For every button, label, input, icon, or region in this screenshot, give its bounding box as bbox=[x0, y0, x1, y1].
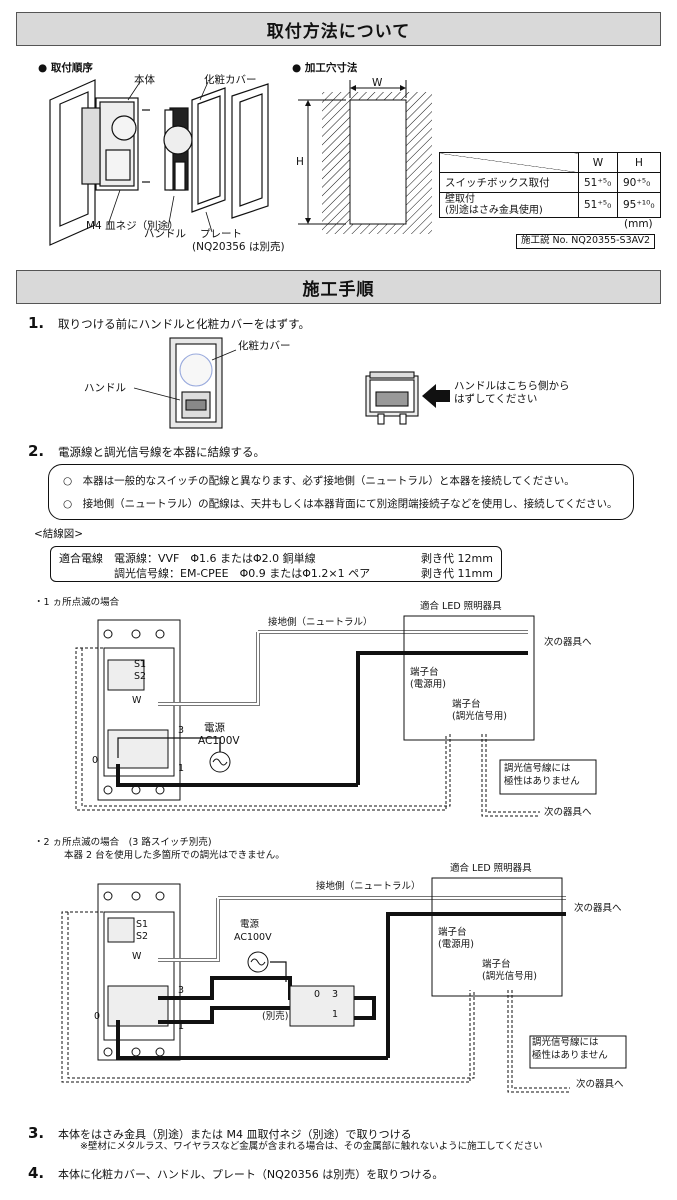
table-cell-w: 51⁺⁵₀ bbox=[578, 192, 618, 218]
exploded-view-illustration bbox=[49, 79, 269, 246]
step1-handle-label: ハンドル bbox=[84, 382, 126, 394]
terminal-s2: S2 bbox=[134, 671, 147, 682]
terminal-3: 3 bbox=[178, 985, 185, 996]
wire-spec-row1: 適合電線 電源線：VVF Φ1.6 またはΦ2.0 銅単線 bbox=[59, 552, 316, 565]
terminal-s2: S2 bbox=[136, 931, 149, 942]
screw-label: M4 皿ネジ（別途） bbox=[86, 220, 179, 232]
diagram1-terminal-power-sub: (電源用) bbox=[410, 679, 446, 690]
diagram1-terminal-power: 端子台 bbox=[410, 667, 439, 678]
diagram2-wiring bbox=[61, 877, 627, 1093]
notes-box: ○ 本器は一般的なスイッチの配線と異なります、必ず接地側（ニュートラル）と本器を… bbox=[48, 464, 634, 520]
cutout-heading: ● 加工穴寸法 bbox=[292, 62, 358, 74]
diagram1-fixture-label: 適合 LED 照明器具 bbox=[420, 601, 502, 612]
doc-number: 施工説 No. NQ20355-S3AV2 bbox=[516, 234, 656, 249]
diagram2-title: ・2 ヵ所点滅の場合 (3 路スイッチ別売) bbox=[34, 837, 212, 848]
wire-spec-box: 適合電線 電源線：VVF Φ1.6 またはΦ2.0 銅単線 剥き代 12mm 調… bbox=[50, 546, 502, 582]
diagram2-next-fixture: 次の器具へ bbox=[574, 903, 622, 914]
diagram2-terminal-signal-sub: (調光信号用) bbox=[482, 971, 537, 982]
switch-terminal-0: 0 bbox=[314, 989, 321, 1000]
diagram2-power-label: 電源 bbox=[240, 919, 260, 930]
wire-spec-row2: 調光信号線：EM-CPEE Φ0.9 またはΦ1.2×1 ペア bbox=[59, 567, 371, 580]
table-cell-w: 51⁺⁵₀ bbox=[578, 172, 618, 193]
diagram1-wiring bbox=[75, 615, 597, 817]
step-text: 本体に化粧カバー、ハンドル、プレート（NQ20356 は別売）を取りつける。 bbox=[58, 1168, 444, 1181]
terminal-0: 0 bbox=[94, 1011, 101, 1022]
step-number: 4. bbox=[28, 1164, 45, 1182]
table-cell-h: 95⁺¹⁰₀ bbox=[617, 192, 661, 218]
handle-label: ハンドル bbox=[144, 228, 186, 240]
terminal-1: 1 bbox=[178, 1021, 185, 1032]
terminal-3: 3 bbox=[178, 725, 185, 736]
wiring-heading: <結線図> bbox=[34, 528, 84, 540]
note-item: ○ 本器は一般的なスイッチの配線と異なります、必ず接地側（ニュートラル）と本器を… bbox=[63, 475, 575, 487]
step1-switch-illustration bbox=[133, 337, 237, 429]
diagram1-title: ・1 ヵ所点滅の場合 bbox=[34, 597, 120, 608]
cutout-drawing bbox=[298, 80, 432, 234]
table-cell-h: 90⁺⁵₀ bbox=[617, 172, 661, 193]
step3-note: ※壁材にメタルラス、ワイヤラスなど金属が含まれる場合は、その金属部に触れないよう… bbox=[80, 1141, 543, 1152]
diagram2-polarity-note-2: 極性はありません bbox=[532, 1050, 608, 1061]
switch-terminal-1: 1 bbox=[332, 1009, 339, 1020]
note-item: ○ 接地側（ニュートラル）の配線は、天井もしくは本器背面にて別途閉端接続子などを… bbox=[63, 498, 618, 510]
diagram1-polarity-note-2: 極性はありません bbox=[504, 776, 580, 787]
diagram1-power-label: 電源 bbox=[204, 722, 225, 734]
diagram2-fixture-label: 適合 LED 照明器具 bbox=[450, 863, 532, 874]
step-number: 2. bbox=[28, 442, 45, 460]
remove-hint-line2: はずしてください bbox=[454, 393, 538, 405]
diagram2-separate-label: (別売) bbox=[262, 1011, 289, 1022]
terminal-w: W bbox=[132, 951, 142, 962]
terminal-w: W bbox=[132, 695, 142, 706]
remove-arrow bbox=[422, 384, 450, 408]
terminal-s1: S1 bbox=[136, 919, 149, 930]
terminal-s1: S1 bbox=[134, 659, 147, 670]
diagram1-power-voltage: AC100V bbox=[198, 735, 240, 747]
step1-cover-label: 化粧カバー bbox=[238, 340, 291, 352]
install-section-title: 取付方法について bbox=[16, 12, 661, 46]
diagram1-terminal-signal-sub: (調光信号用) bbox=[452, 711, 507, 722]
body-label: 本体 bbox=[134, 74, 155, 86]
diagram1-neutral-label: 接地側（ニュートラル） bbox=[268, 617, 373, 628]
diagram2-polarity-note: 調光信号線には bbox=[532, 1037, 599, 1048]
terminal-1: 1 bbox=[178, 763, 185, 774]
diagram2-power-voltage: AC100V bbox=[234, 932, 272, 943]
diagram2-next-fixture-2: 次の器具へ bbox=[576, 1079, 624, 1090]
diagram1-next-fixture-2: 次の器具へ bbox=[544, 807, 592, 818]
w-dimension-label: W bbox=[372, 77, 383, 89]
diagram2-terminal-power-sub: (電源用) bbox=[438, 939, 474, 950]
diagram2-subtitle: 本器 2 台を使用した多箇所での調光はできません。 bbox=[64, 850, 285, 861]
step-text: 本体をはさみ金具（別途）または M4 皿取付ネジ（別途）で取りつける bbox=[58, 1128, 412, 1141]
step-text: 電源線と調光信号線を本器に結線する。 bbox=[58, 445, 265, 459]
plate-label: プレート bbox=[200, 228, 242, 240]
switch-terminal-3: 3 bbox=[332, 989, 339, 1000]
remove-hint-line1: ハンドルはこちら側から bbox=[454, 380, 570, 392]
step-text: 取りつける前にハンドルと化粧カバーをはずす。 bbox=[58, 317, 310, 331]
step-number: 1. bbox=[28, 314, 45, 332]
diagram2-terminal-power: 端子台 bbox=[438, 927, 467, 938]
table-corner bbox=[439, 152, 579, 173]
procedure-section-title: 施工手順 bbox=[16, 270, 661, 304]
table-header-h: H bbox=[617, 152, 661, 173]
install-order-heading: ● 取付順序 bbox=[38, 62, 93, 74]
cutout-dimension-table: W H スイッチボックス取付 51⁺⁵₀ 90⁺⁵₀ 壁取付 (別途はさみ金具使… bbox=[439, 152, 661, 218]
cover-label: 化粧カバー bbox=[204, 74, 257, 86]
step1-side-illustration bbox=[365, 371, 419, 425]
unit-label: (mm) bbox=[624, 218, 653, 230]
table-row-label: 壁取付 (別途はさみ金具使用) bbox=[439, 192, 579, 218]
table-row-label: スイッチボックス取付 bbox=[439, 172, 579, 193]
diagram2-terminal-signal: 端子台 bbox=[482, 959, 511, 970]
h-dimension-label: H bbox=[296, 156, 304, 168]
table-header-w: W bbox=[578, 152, 618, 173]
wire-strip-length-1: 剥き代 12mm bbox=[421, 552, 493, 565]
diagram1-next-fixture: 次の器具へ bbox=[544, 637, 592, 648]
diagram1-terminal-signal: 端子台 bbox=[452, 699, 481, 710]
diagram1-polarity-note: 調光信号線には bbox=[504, 763, 571, 774]
wire-strip-length-2: 剥き代 11mm bbox=[421, 567, 493, 580]
plate-note: (NQ20356 は別売) bbox=[192, 241, 285, 253]
terminal-0: 0 bbox=[92, 755, 99, 766]
step-number: 3. bbox=[28, 1124, 45, 1142]
diagram2-neutral-label: 接地側（ニュートラル） bbox=[316, 881, 421, 892]
